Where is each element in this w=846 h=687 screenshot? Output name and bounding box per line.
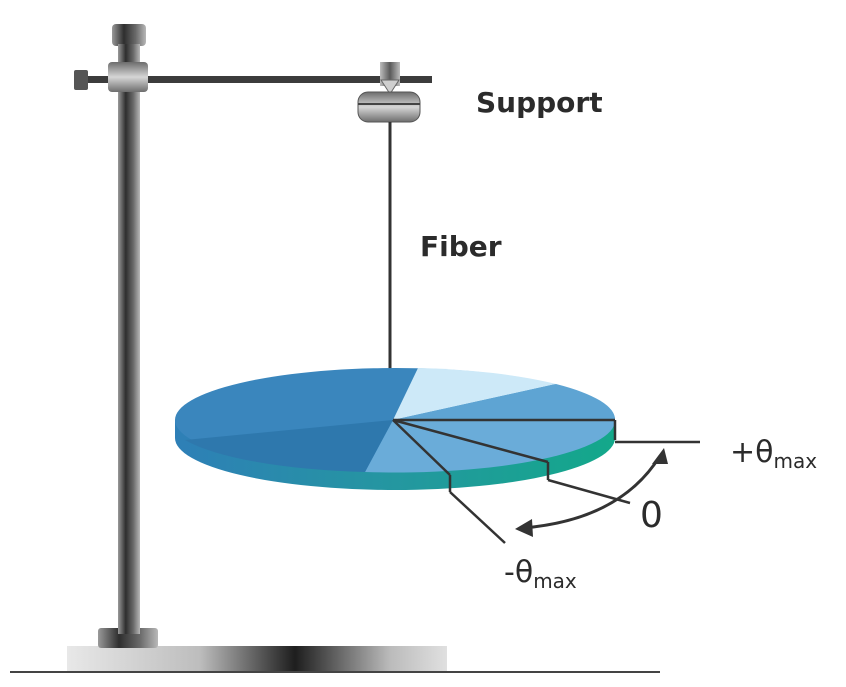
minus-theta-extension (449, 491, 506, 544)
horizontal-arm (82, 76, 432, 83)
support-holder (357, 62, 421, 123)
arrowhead-up-icon (652, 448, 668, 464)
base-collar (98, 628, 158, 648)
stand-base (10, 628, 660, 673)
rod-cap (112, 24, 146, 46)
arm-end-knob (74, 70, 88, 90)
zero-radius (392, 418, 549, 464)
swing-arc (515, 448, 668, 537)
base-plate (67, 646, 447, 672)
clamp-block (108, 62, 148, 92)
minus-theta-max-label: -θmax (504, 555, 577, 593)
angle-lines (392, 418, 700, 544)
zero-label: 0 (640, 495, 663, 536)
minus-theta-radius (392, 419, 451, 476)
plus-theta-sign: +θ (730, 435, 774, 470)
disk-sector-mid (393, 384, 616, 420)
vertical-rod (118, 44, 140, 634)
disk-sector-dark (185, 420, 393, 472)
arrowhead-left-icon (515, 519, 533, 537)
support-label: Support (476, 86, 603, 119)
support-arm (74, 62, 432, 92)
swing-arc-path (522, 455, 662, 530)
fiber-label: Fiber (420, 230, 502, 263)
holder-chuck (357, 91, 421, 123)
minus-theta-subscript: max (533, 569, 577, 593)
stand-rod (112, 24, 146, 634)
disk-sector-light (393, 368, 556, 420)
plus-theta-subscript: max (774, 449, 818, 473)
minus-theta-sign: -θ (504, 555, 533, 590)
plus-theta-max-label: +θmax (730, 435, 817, 473)
